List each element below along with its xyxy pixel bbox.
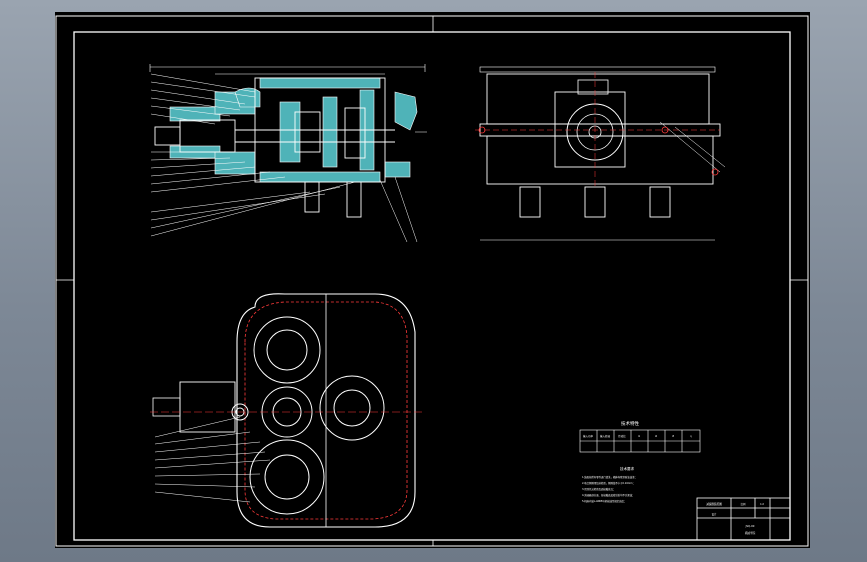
side-view (475, 66, 726, 241)
tech-requirement-line: 3.用涂色法检验齿面接触斑点； (582, 487, 615, 491)
tech-requirement-line: 5.机座内装L-AN68号机械油至规定高度； (582, 499, 626, 503)
drawing-viewport[interactable]: 技术特性 输入功率 输入转速 传动比 i1 i2 i3 η 技术要求 (55, 12, 810, 548)
tech-table-header-4: i1 (638, 434, 641, 438)
front-section-view (149, 64, 427, 243)
drawing-sheet: 技术特性 输入功率 输入转速 传动比 i1 i2 i3 η 技术要求 (55, 15, 809, 547)
title-block-drawer: 设计 (712, 512, 717, 516)
technical-specs-table: 技术特性 输入功率 输入转速 传动比 i1 i2 i3 η (579, 420, 701, 453)
technical-requirements: 技术要求 1.装配前所有零件进行清洗，箱体内壁涂耐油油漆； 2.啮合侧隙用铅丝检… (582, 466, 637, 503)
tech-requirement-line: 2.啮合侧隙用铅丝检验，侧隙值不小于0.16mm； (582, 481, 635, 485)
tech-table-title: 技术特性 (621, 420, 639, 427)
plan-view (150, 293, 425, 528)
tech-table-header-2: 输入转速 (600, 434, 611, 438)
title-block-scale-label: 比例 (741, 502, 746, 506)
tech-table-header-3: 传动比 (618, 434, 626, 438)
tech-requirement-line: 4.减速器剖分面、各接触面及密封处均不许漏油； (582, 493, 634, 497)
title-block-part-no: JSQ-00 (745, 524, 755, 528)
tech-requirements-title: 技术要求 (620, 466, 634, 471)
title-block-drawing-name: 减速器装配图 (706, 502, 722, 506)
drawing-border (55, 15, 809, 547)
title-block-school: 机械学院 (745, 531, 756, 535)
tech-table-header-1: 输入功率 (583, 434, 594, 438)
tech-table-header-6: i3 (672, 434, 675, 438)
tech-requirement-line: 1.装配前所有零件进行清洗，箱体内壁涂耐油油漆； (582, 475, 637, 479)
tech-table-header-5: i2 (655, 434, 658, 438)
tech-table-header-7: η (690, 435, 692, 438)
title-block: 减速器装配图 比例 1:2 设计 JSQ-00 机械学院 (696, 497, 791, 541)
title-block-scale: 1:2 (760, 503, 764, 506)
